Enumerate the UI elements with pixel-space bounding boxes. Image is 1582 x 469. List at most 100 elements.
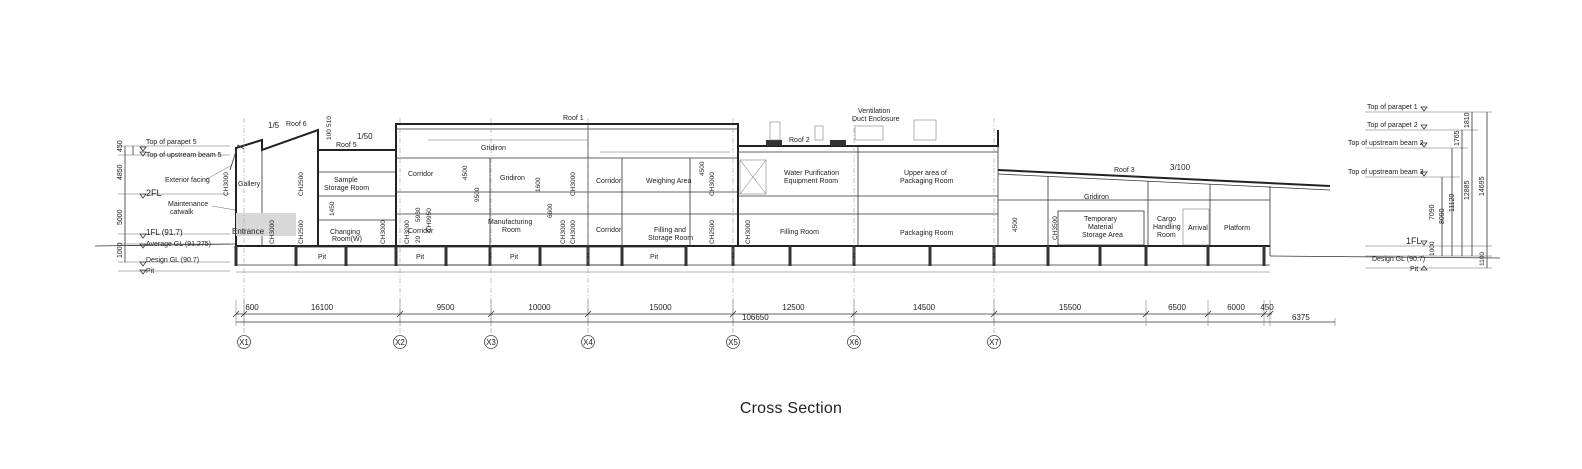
foundation-pier	[344, 246, 348, 266]
interior-dimensions: 100 510 4500 1450 5930 9500 1600 6600 45…	[326, 116, 1019, 243]
room-entrance: Entrance	[232, 227, 265, 236]
drawing-caption: Cross Section	[739, 400, 843, 417]
foundation-pier	[1098, 246, 1102, 266]
label-slope-3-100: 3/100	[1170, 163, 1191, 172]
ch-label: CH2500	[709, 220, 716, 244]
axis-bubble	[847, 335, 861, 349]
grid-span-label: 450	[1260, 303, 1274, 312]
room-pit-2: Pit	[416, 254, 424, 261]
dim-right-1100: 1100	[1479, 252, 1486, 266]
dim-4500: 4500	[462, 165, 469, 180]
grid-span-label: 9500	[437, 303, 455, 312]
room-weighing-area: Weighing Area	[646, 178, 692, 185]
label-roof-6: Roof 6	[286, 121, 307, 128]
room-cargo-line2: Handling	[1153, 224, 1181, 231]
level-top-of-upstream-beam-2: Top of upstream beam 2	[1348, 140, 1424, 147]
dimension-string	[232, 300, 1336, 326]
room-sample-storage-line2: Storage Room	[324, 185, 369, 192]
ch-label: CH2500	[298, 172, 305, 196]
level-pit-left: Pit	[146, 268, 154, 275]
right-dimensions: 1810 1765 7090 8090 11120 12885 14695 10…	[1429, 112, 1486, 266]
foundation-pier	[1144, 246, 1148, 266]
dim-right-1810: 1810	[1464, 112, 1471, 128]
axis-label: X1	[239, 338, 249, 347]
foundation-pier	[1262, 246, 1266, 266]
room-temporary-line2: Material	[1088, 224, 1113, 231]
label-roof-1: Roof 1	[563, 115, 584, 122]
foundation-piers	[234, 246, 1266, 266]
room-corridor-c: Corridor	[596, 178, 622, 185]
grid-span-label: 14500	[913, 303, 936, 312]
axis-label: X5	[728, 338, 738, 347]
ch-label: CH3000	[223, 172, 230, 196]
room-cargo-line1: Cargo	[1157, 216, 1176, 223]
room-water-purification-line1: Water Purification	[784, 170, 839, 177]
room-upper-packaging-line2: Packaging Room	[900, 178, 953, 185]
level-top-of-parapet-1: Top of parapet 1	[1367, 104, 1418, 111]
room-cargo-line3: Room	[1157, 232, 1176, 239]
label-maintenance: Maintenance	[168, 201, 208, 208]
label-roof-5: Roof 5	[336, 142, 357, 149]
dim-1600: 1600	[535, 177, 542, 192]
ch-label: CH2500	[298, 220, 305, 244]
level-top-of-parapet-2: Top of parapet 2	[1367, 122, 1418, 129]
left-level-markers	[118, 145, 236, 275]
room-packaging-room: Packaging Room	[900, 230, 953, 237]
label-exterior-facing: Exterior facing	[165, 177, 210, 184]
dim-right-14695: 14695	[1479, 176, 1486, 196]
grid-span-label: 10000	[528, 303, 551, 312]
room-pit-1: Pit	[318, 254, 326, 261]
label-slope-1-5: 1/5	[268, 121, 280, 130]
axis-label: X4	[583, 338, 593, 347]
dim-4500-b: 4500	[699, 161, 706, 176]
axis-label: X3	[486, 338, 496, 347]
dim-left-1000: 1000	[117, 242, 124, 258]
label-roof-2: Roof 2	[789, 137, 810, 144]
axis-bubble	[987, 335, 1001, 349]
dim-right-1765: 1765	[1454, 130, 1461, 146]
dim-right-11120: 11120	[1449, 193, 1456, 212]
axis-bubble	[237, 335, 251, 349]
dim-right-12885: 12885	[1464, 180, 1471, 200]
level-1fl-right: 1FL	[1406, 236, 1422, 246]
ch-label: CH3000	[404, 220, 411, 244]
room-pit-4: Pit	[650, 254, 658, 261]
level-1fl-left: 1FL (91.7)	[146, 228, 183, 237]
grid-span-label: 15500	[1059, 303, 1082, 312]
grid-span-label: 6500	[1168, 303, 1186, 312]
room-gallery: Gallery	[238, 181, 261, 188]
dim-right-1000: 1000	[1429, 241, 1436, 256]
label-catwalk: catwalk	[170, 209, 194, 216]
foundation-pier	[488, 246, 492, 266]
grid-span-label: 12500	[782, 303, 805, 312]
foundation-pier	[394, 246, 398, 266]
level-2fl-left: 2FL	[146, 188, 162, 198]
level-pit-right: Pit	[1410, 266, 1418, 273]
room-changing-line1: Changing	[330, 229, 360, 236]
room-labels: Gallery Entrance Sample Storage Room Cha…	[232, 145, 1250, 261]
room-filling-storage-line1: Filling and	[654, 227, 686, 234]
ch-label: CH3500	[1052, 216, 1059, 240]
ground-line	[94, 243, 1501, 273]
dim-20: 20	[415, 235, 422, 243]
room-temporary-line3: Storage Area	[1082, 232, 1123, 239]
foundation-pier	[538, 246, 542, 266]
dim-left-5000: 5000	[117, 209, 124, 225]
ch-label: CH3000	[380, 220, 387, 244]
dim-overall-total: 106650	[742, 313, 769, 322]
foundation-pier	[684, 246, 688, 266]
level-top-of-upstream-beam-5: Top of upstream beam 5	[146, 152, 222, 159]
room-pit-3: Pit	[510, 254, 518, 261]
level-design-gl-right: Design GL (90.7)	[1372, 256, 1425, 263]
grid-span-label: 6000	[1227, 303, 1245, 312]
axis-lines	[243, 118, 995, 334]
grid-span-label: 16100	[311, 303, 334, 312]
foundation-pier	[234, 246, 238, 266]
foundation-pier	[1046, 246, 1050, 266]
foundation-pier	[1206, 246, 1210, 266]
ch-label: CH3000	[709, 172, 716, 196]
room-arrival: Arrival	[1188, 225, 1208, 232]
ch-label: CH3000	[570, 172, 577, 196]
